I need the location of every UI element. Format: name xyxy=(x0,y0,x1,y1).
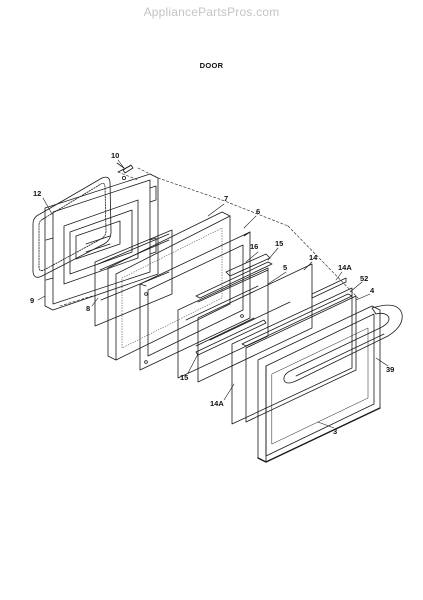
part-3-outer-door-panel xyxy=(257,305,381,463)
part-39-handle xyxy=(283,304,403,384)
callout-14A-top: 14A xyxy=(338,263,352,272)
callout-5: 5 xyxy=(283,263,287,272)
part-52-seal xyxy=(241,293,353,347)
callout-3: 3 xyxy=(333,427,337,436)
callout-8: 8 xyxy=(86,304,90,313)
part-4-outer-glass xyxy=(245,295,357,423)
callout-6: 6 xyxy=(256,207,260,216)
callout-15-bottom: 15 xyxy=(180,373,188,382)
part-16-bracket xyxy=(195,261,273,303)
part-7-door-panel xyxy=(107,211,231,361)
callout-labels: 10 12 7 6 16 15 14 14A 52 5 4 9 8 39 15 … xyxy=(30,151,394,436)
callout-16: 16 xyxy=(250,242,258,251)
part-8-insulation xyxy=(94,229,173,327)
part-9-inner-door-liner xyxy=(44,165,159,311)
part-15-top-clip xyxy=(225,253,271,277)
diagram-title: DOOR xyxy=(199,61,224,70)
watermark: AppliancePartsPros.com xyxy=(143,5,280,19)
part-6-window-frame xyxy=(139,231,251,371)
part-14-middle-glass xyxy=(197,263,313,383)
callout-10: 10 xyxy=(111,151,119,160)
callout-12: 12 xyxy=(33,189,41,198)
callout-14A-bottom: 14A xyxy=(210,399,224,408)
part-10-screw xyxy=(116,162,134,174)
callout-15-top: 15 xyxy=(275,239,283,248)
leader-lines xyxy=(37,159,389,429)
callout-9: 9 xyxy=(30,296,34,305)
part-14A-spacer-lower xyxy=(231,287,353,425)
callout-52: 52 xyxy=(360,274,368,283)
part-14A-spacer-upper xyxy=(311,277,347,299)
callout-14: 14 xyxy=(309,253,318,262)
part-15-bottom-strip xyxy=(195,319,267,356)
callout-7: 7 xyxy=(224,194,228,203)
callout-39: 39 xyxy=(386,365,394,374)
callout-4: 4 xyxy=(370,286,375,295)
